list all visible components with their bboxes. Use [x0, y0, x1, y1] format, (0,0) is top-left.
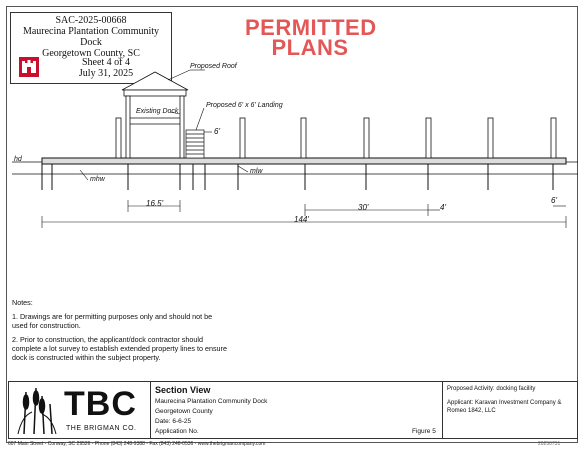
dimension-16-5: 16.5'	[146, 199, 164, 208]
stamp-line-2: PLANS	[271, 35, 349, 60]
dock-deck	[41, 157, 567, 165]
title-block	[8, 381, 578, 439]
hd-label: hd	[14, 156, 22, 163]
company-footer: 607 Main Street - Conway, SC 29526 - Pho…	[8, 441, 266, 447]
piling	[239, 117, 246, 159]
cattail-logo-icon	[17, 387, 57, 435]
file-reference: 20250731	[538, 441, 561, 447]
proposed-roof-label: Proposed Roof	[190, 63, 237, 70]
landing-dimension: 6'	[214, 127, 220, 136]
note-2: 2. Prior to construction, the applicant/…	[12, 335, 227, 362]
mlw-label: mlw	[250, 168, 263, 175]
title-block-date: Date: 6-6-25	[155, 418, 192, 425]
piling	[115, 117, 122, 159]
sheet-border	[6, 6, 578, 443]
mhw-label: mhw	[90, 176, 105, 183]
notes-heading: Notes:	[12, 298, 33, 307]
section-view-drawing	[12, 69, 578, 228]
dimension-4: 4'	[440, 203, 446, 212]
dimension-144: 144'	[294, 215, 309, 224]
piling	[487, 117, 494, 159]
application-number: Application No.	[155, 428, 199, 435]
permitted-plans-stamp: PERMITTED PLANS	[245, 15, 377, 60]
title-block-divider	[150, 381, 151, 439]
title-block-project: Maurecina Plantation Community Dock	[155, 398, 268, 405]
proposed-roof-structure	[121, 71, 189, 159]
applicant: Applicant: Karavan Investment Company & …	[447, 400, 562, 414]
company-name: THE BRIGMAN CO.	[66, 425, 137, 432]
existing-dock-label: Existing Dock	[136, 108, 179, 115]
permit-id: SAC-2025-00668	[55, 15, 127, 26]
title-block-county: Georgetown County	[155, 408, 213, 415]
project-name: Maurecina Plantation Community Dock	[22, 26, 160, 48]
proposed-landing	[185, 129, 205, 159]
permit-header: SAC-2025-00668 Maurecina Plantation Comm…	[10, 12, 172, 84]
piling	[550, 117, 557, 159]
piling	[363, 117, 370, 159]
piling	[300, 117, 307, 159]
piling	[425, 117, 432, 159]
dimension-30: 30'	[358, 203, 369, 212]
view-title: Section View	[155, 385, 211, 395]
project-location: Georgetown County, SC	[42, 48, 140, 59]
proposed-activity: Proposed Activity: docking facility	[447, 386, 536, 392]
title-block-divider	[442, 381, 443, 439]
notes-section: Notes: 1. Drawings are for permitting pu…	[12, 298, 227, 367]
dimension-6: 6'	[551, 196, 557, 205]
figure-number: Figure 5	[412, 428, 436, 435]
stamp-line-1: PERMITTED	[245, 15, 377, 40]
company-logo-text: TBC	[64, 385, 137, 423]
sheet-number: Sheet 4 of 4	[81, 57, 131, 68]
permit-date: July 31, 2025	[78, 68, 134, 79]
note-1: 1. Drawings are for permitting purposes …	[12, 312, 213, 330]
usace-castle-icon	[19, 57, 39, 77]
proposed-landing-label: Proposed 6' x 6' Landing	[206, 102, 283, 109]
